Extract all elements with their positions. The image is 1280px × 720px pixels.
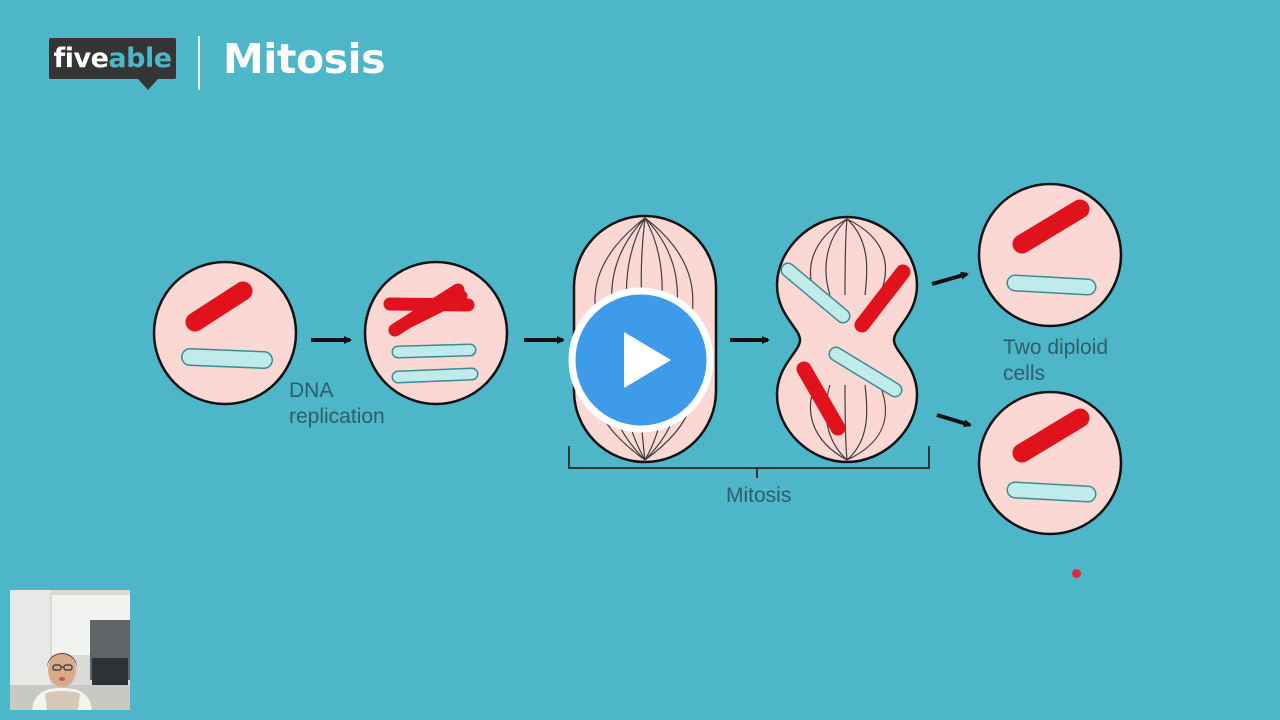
play-button[interactable] bbox=[568, 287, 714, 433]
label-dna-line2: replication bbox=[289, 405, 385, 428]
parent-cell bbox=[152, 260, 298, 406]
daughter-cell-1 bbox=[977, 182, 1123, 328]
label-mitosis: Mitosis bbox=[726, 484, 792, 507]
arrow-4-top bbox=[931, 271, 969, 286]
mitosis-bracket bbox=[568, 446, 930, 478]
logo-text-five: five bbox=[53, 43, 109, 74]
red-chromosome bbox=[185, 281, 253, 332]
presenter-webcam bbox=[10, 590, 130, 710]
slide-title: Mitosis bbox=[223, 35, 385, 83]
laser-pointer-dot bbox=[1072, 569, 1081, 578]
fiveable-logo[interactable]: fiveable bbox=[49, 38, 176, 79]
daughter-cell-2 bbox=[977, 390, 1123, 536]
replicated-cell bbox=[363, 260, 509, 406]
label-dna-line1: DNA bbox=[289, 379, 334, 402]
header-divider bbox=[198, 36, 200, 90]
arrow-4-bottom bbox=[936, 413, 972, 428]
logo-pointer bbox=[138, 79, 158, 90]
presenter-video-frame bbox=[10, 590, 130, 710]
label-two-diploid-cells: Two diploid cells bbox=[1003, 335, 1108, 387]
logo-text-able: able bbox=[108, 43, 172, 74]
play-icon bbox=[568, 287, 714, 433]
label-result-line1: Two diploid bbox=[1003, 336, 1109, 359]
label-dna-replication: DNA replication bbox=[289, 378, 385, 430]
label-result-line2: cells bbox=[1003, 362, 1046, 385]
dividing-cell bbox=[775, 215, 919, 464]
